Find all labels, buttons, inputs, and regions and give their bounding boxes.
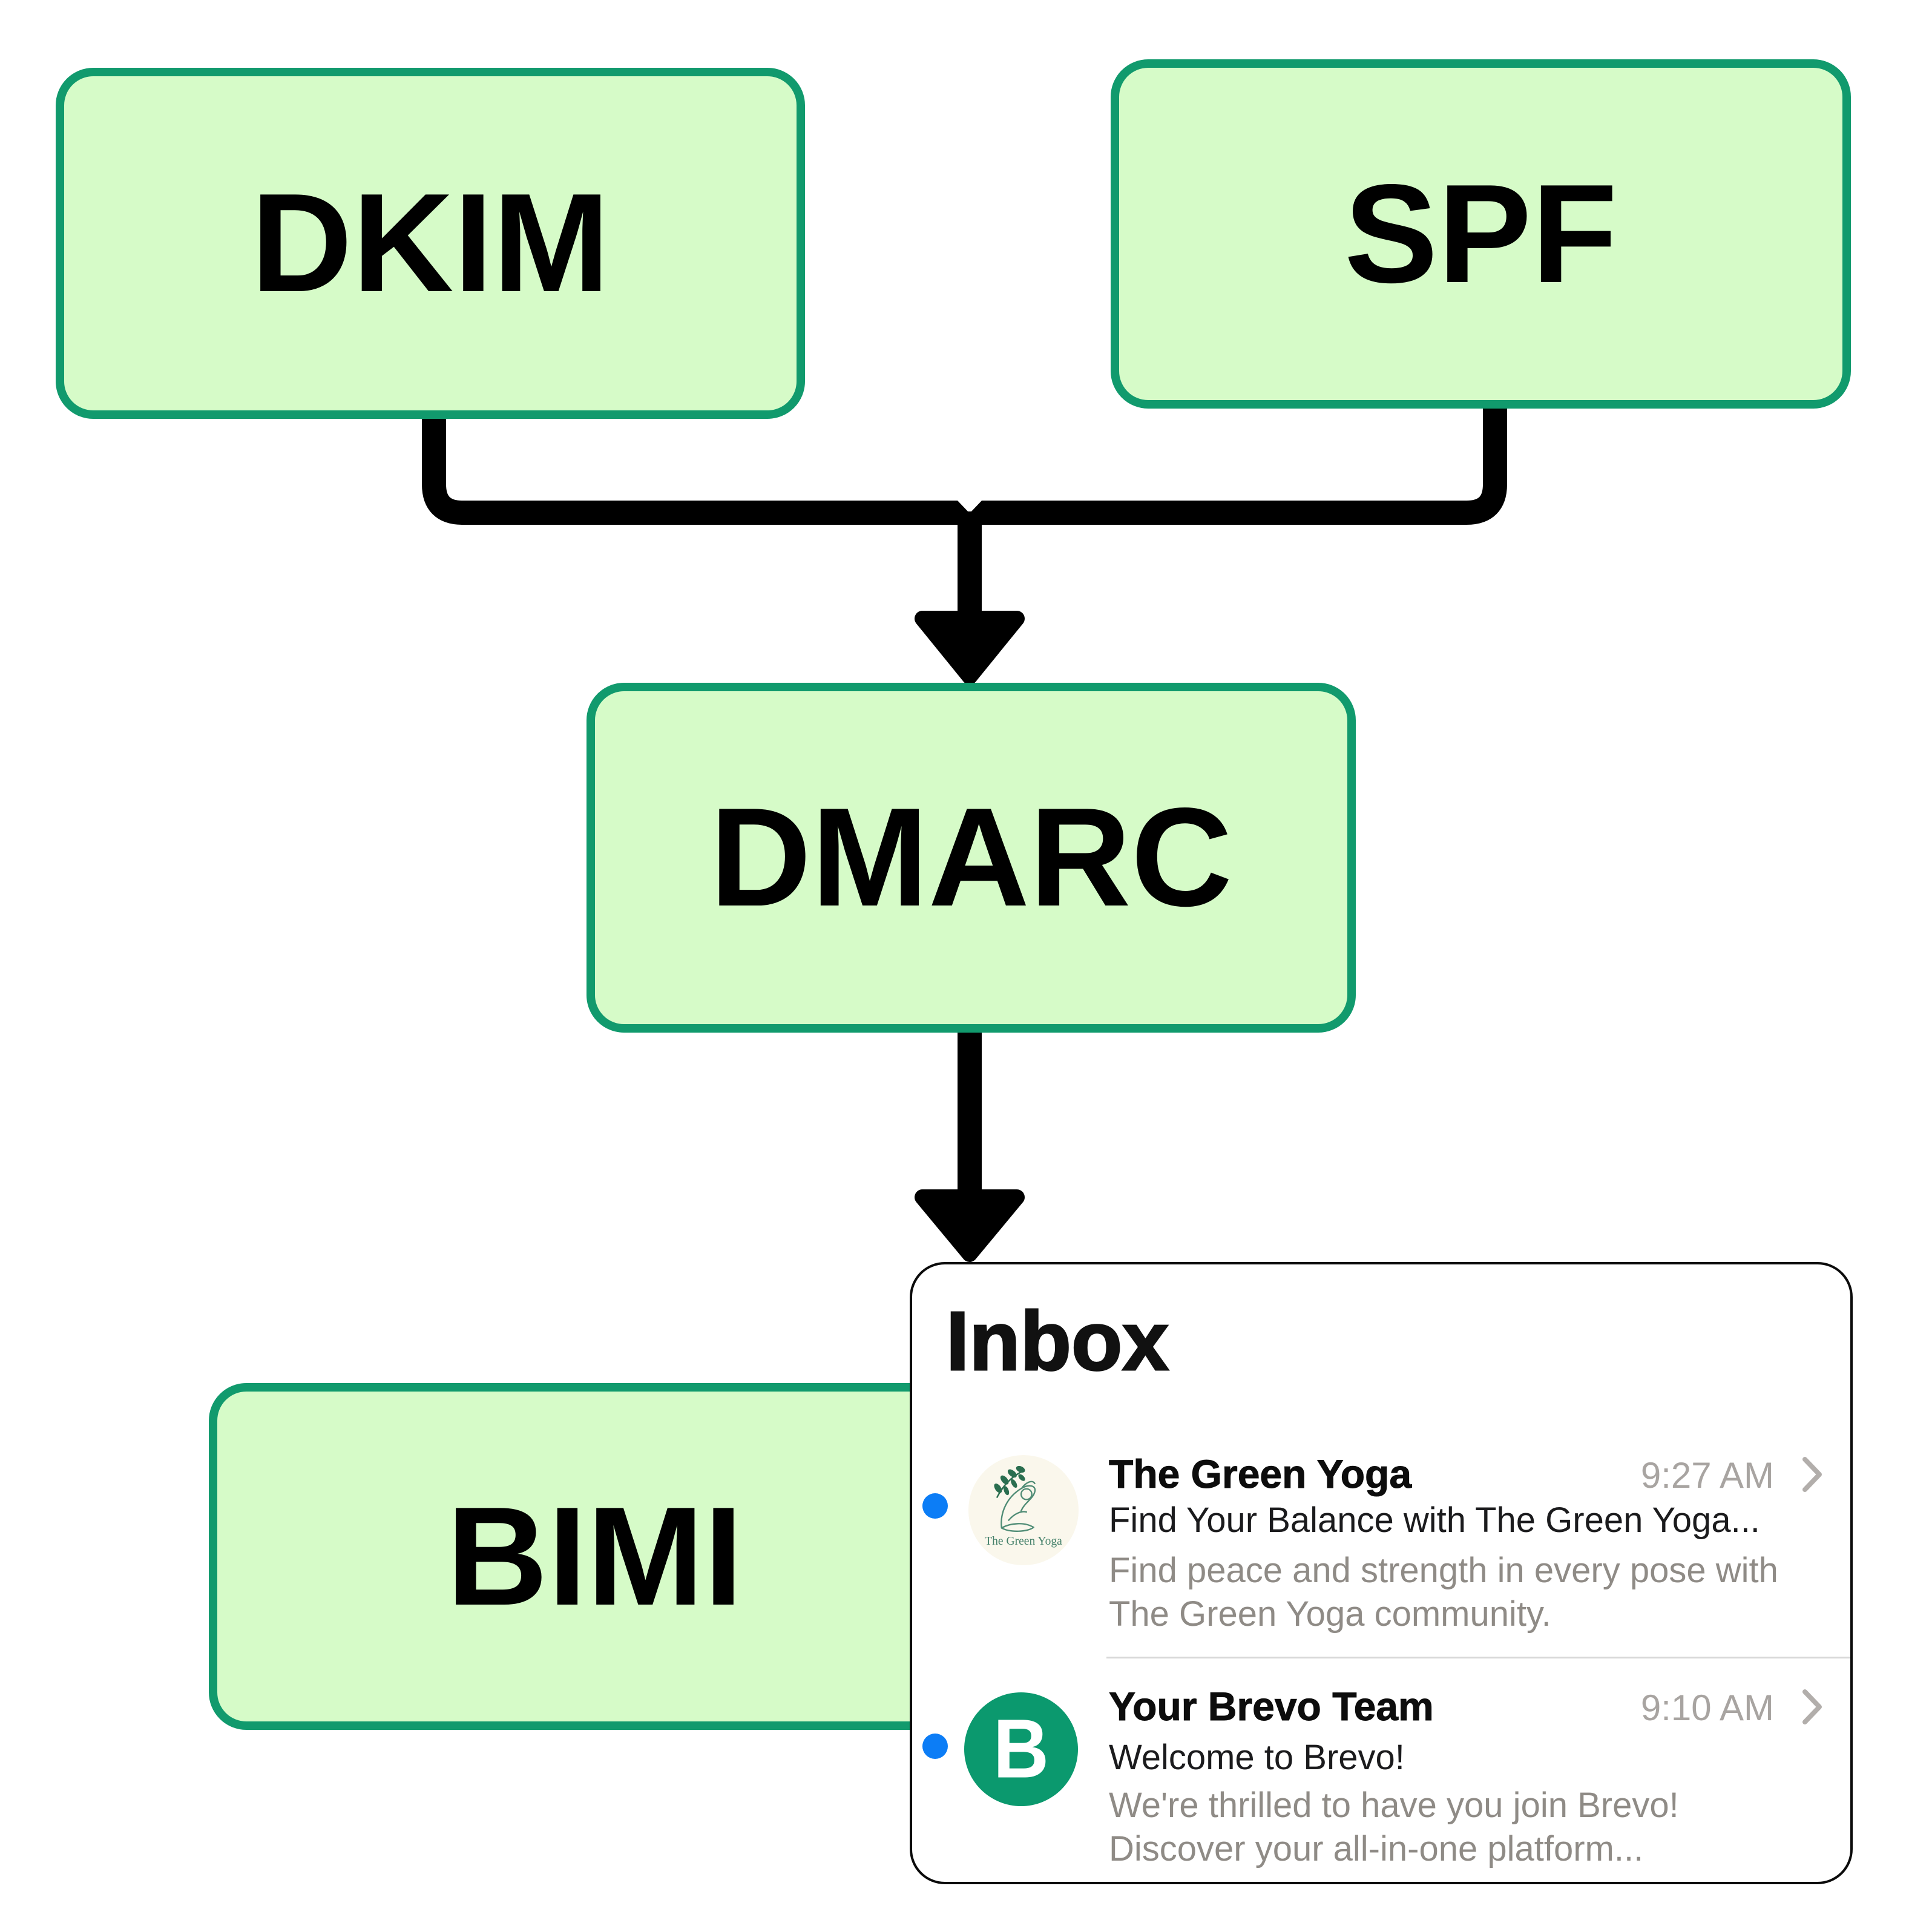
spf-to-junction-line bbox=[970, 403, 1507, 525]
row-divider bbox=[1106, 1657, 1850, 1658]
green-yoga-logo-text: The Green Yoga bbox=[985, 1535, 1062, 1548]
unread-dot bbox=[922, 1493, 948, 1519]
brevo-logo-icon: B bbox=[993, 1702, 1050, 1796]
email-subject[interactable]: Find Your Balance with The Green Yoga... bbox=[1109, 1500, 1760, 1540]
chevron-right-icon[interactable] bbox=[1800, 1453, 1824, 1496]
unread-dot bbox=[922, 1734, 948, 1759]
email-preview[interactable]: Find peace and strength in every pose wi… bbox=[1109, 1551, 1778, 1634]
email-time: 9:27 AM bbox=[1640, 1455, 1774, 1496]
arrowhead-down-icon bbox=[915, 611, 1025, 685]
node-spf-label: SPF bbox=[1344, 155, 1618, 312]
inbox-panel: Inbox bbox=[910, 1262, 1853, 1884]
junction-notch bbox=[957, 500, 982, 513]
email-time: 9:10 AM bbox=[1640, 1688, 1774, 1728]
brevo-avatar: B bbox=[964, 1692, 1078, 1806]
chevron-right-icon[interactable] bbox=[1800, 1686, 1824, 1728]
node-dmarc: DMARC bbox=[586, 683, 1356, 1033]
arrowhead-down-icon bbox=[915, 1189, 1025, 1262]
node-bimi: BIMI bbox=[209, 1383, 981, 1730]
email-sender[interactable]: Your Brevo Team bbox=[1109, 1684, 1434, 1729]
email-preview[interactable]: We're thrilled to have you join Brevo! D… bbox=[1109, 1786, 1679, 1868]
inbox-title: Inbox bbox=[945, 1295, 1170, 1388]
dkim-to-junction-line bbox=[422, 413, 970, 525]
email-sender[interactable]: The Green Yoga bbox=[1108, 1451, 1412, 1496]
email-subject[interactable]: Welcome to Brevo! bbox=[1109, 1738, 1405, 1777]
green-yoga-avatar: The Green Yoga bbox=[967, 1454, 1080, 1566]
node-bimi-label: BIMI bbox=[446, 1477, 743, 1635]
node-spf: SPF bbox=[1111, 59, 1851, 409]
node-dmarc-label: DMARC bbox=[709, 779, 1233, 936]
node-dkim-label: DKIM bbox=[251, 165, 610, 321]
green-yoga-logo-icon: The Green Yoga bbox=[968, 1454, 1079, 1566]
node-dkim: DKIM bbox=[56, 68, 805, 419]
